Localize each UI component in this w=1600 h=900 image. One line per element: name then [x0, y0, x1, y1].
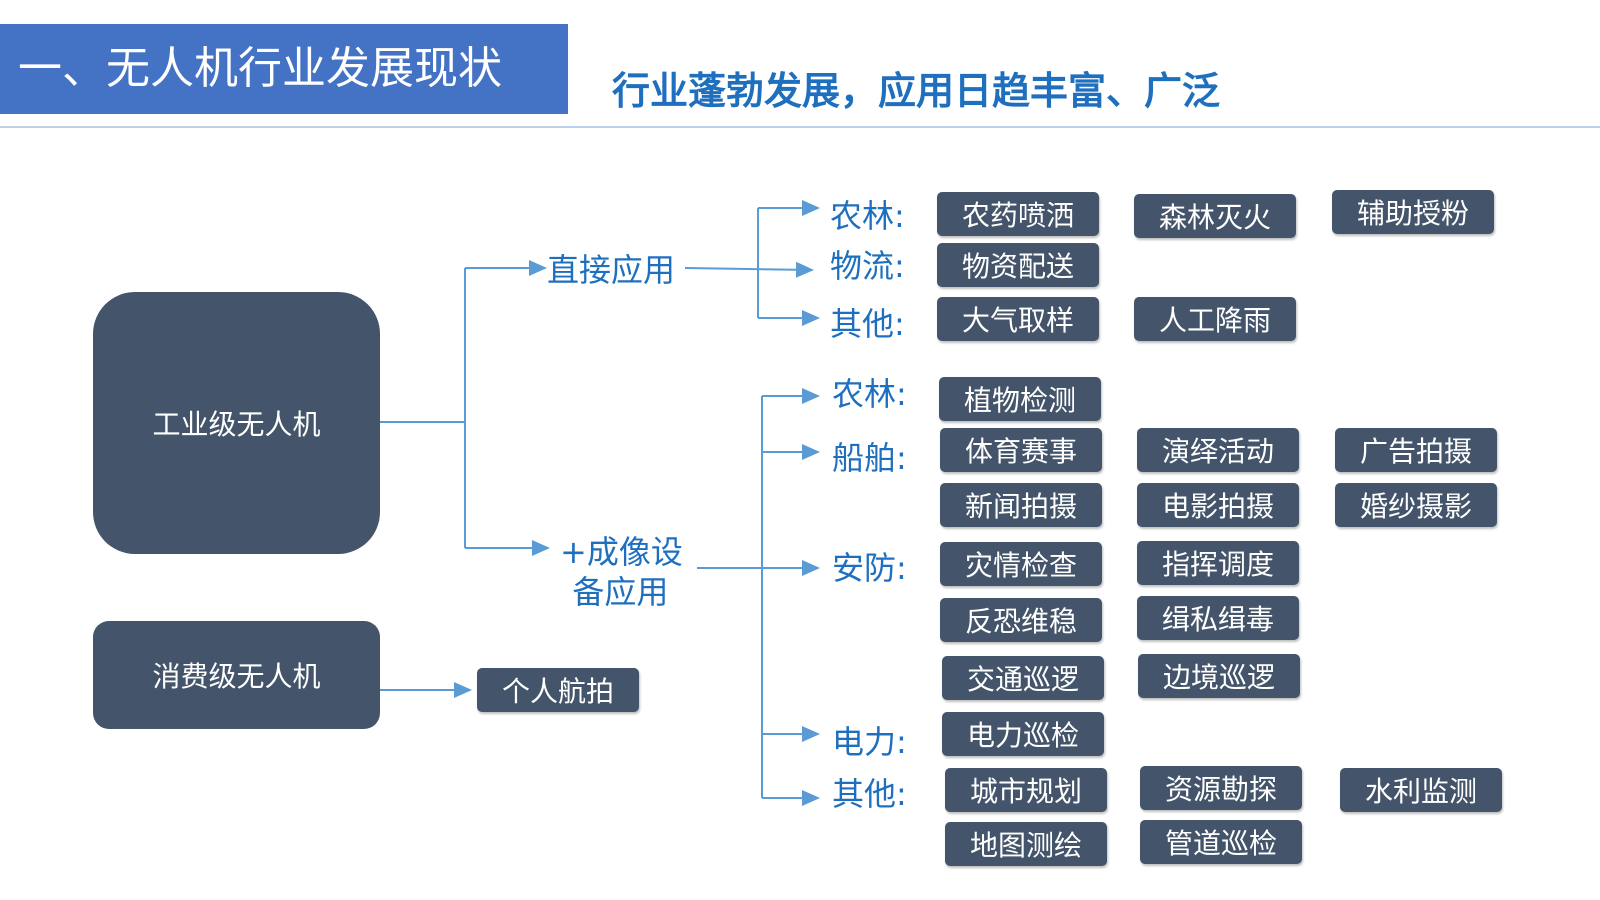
- tag-forest-firefighting: 森林灭火: [1134, 194, 1296, 238]
- tag-assisted-pollination: 辅助授粉: [1332, 190, 1494, 234]
- consumer-drone-node: 消费级无人机: [93, 621, 380, 729]
- industrial-drone-node: 工业级无人机: [93, 292, 380, 554]
- tag-resource-exploration: 资源勘探: [1140, 766, 1302, 810]
- tag-sports-events: 体育赛事: [940, 428, 1102, 472]
- tag-disaster-inspection: 灾情检查: [940, 542, 1102, 586]
- header-divider: [0, 126, 1600, 128]
- tag-supply-delivery: 物资配送: [937, 243, 1099, 287]
- tag-counter-terrorism: 反恐维稳: [940, 598, 1102, 642]
- tag-news-shoot: 新闻拍摄: [940, 483, 1102, 527]
- tag-pesticide-spraying: 农药喷洒: [937, 192, 1099, 236]
- consumer-drone-label: 消费级无人机: [152, 660, 321, 693]
- tag-film-shoot: 电影拍摄: [1137, 483, 1299, 527]
- imaging-security-label: 安防:: [832, 549, 907, 587]
- tag-pipeline-inspection: 管道巡检: [1140, 820, 1302, 864]
- imaging-application-line2: 备应用: [572, 573, 669, 611]
- tag-traffic-patrol: 交通巡逻: [942, 656, 1104, 700]
- tag-atmospheric-sampling: 大气取样: [937, 297, 1099, 341]
- tag-urban-planning: 城市规划: [945, 768, 1107, 812]
- tag-anti-smuggling: 缉私缉毒: [1137, 596, 1299, 640]
- industrial-drone-label: 工业级无人机: [152, 408, 321, 441]
- tag-map-surveying: 地图测绘: [945, 822, 1107, 866]
- tag-power-inspection: 电力巡检: [942, 712, 1104, 756]
- tag-artificial-rainfall: 人工降雨: [1134, 297, 1296, 341]
- direct-logistics-label: 物流:: [830, 247, 905, 285]
- tag-personal-aerial-photography: 个人航拍: [477, 668, 639, 712]
- tag-water-monitoring: 水利监测: [1340, 768, 1502, 812]
- imaging-power-label: 电力:: [832, 723, 907, 761]
- tag-command-dispatch: 指挥调度: [1137, 541, 1299, 585]
- direct-agri-forest-label: 农林:: [830, 197, 905, 235]
- direct-application-label: 直接应用: [547, 251, 676, 289]
- section-title: 一、无人机行业发展现状: [0, 24, 568, 114]
- imaging-application-line1: +成像设: [560, 533, 683, 571]
- connector-direct-trunk: [684, 261, 814, 278]
- imaging-application-label: +成像设 备应用: [560, 532, 683, 612]
- imaging-agri-forest-label: 农林:: [832, 375, 907, 413]
- tag-wedding-photography: 婚纱摄影: [1335, 483, 1497, 527]
- imaging-ship-label: 船舶:: [832, 439, 907, 477]
- direct-other-label: 其他:: [830, 305, 905, 343]
- tag-plant-detection: 植物检测: [939, 377, 1101, 421]
- tag-performance-events: 演绎活动: [1137, 428, 1299, 472]
- tag-advertising-shoot: 广告拍摄: [1335, 428, 1497, 472]
- subtitle: 行业蓬勃发展，应用日趋丰富、广泛: [612, 69, 1221, 113]
- tag-border-patrol: 边境巡逻: [1138, 654, 1300, 698]
- imaging-other-label: 其他:: [832, 775, 907, 813]
